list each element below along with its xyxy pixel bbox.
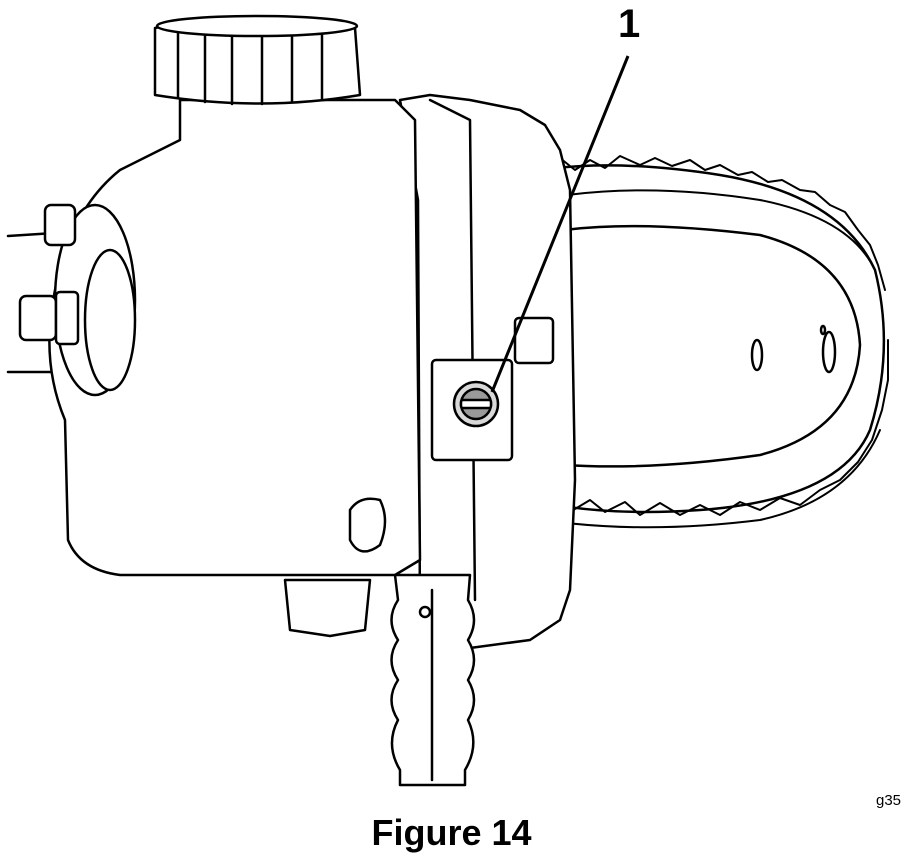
callout-number: 1 (618, 2, 641, 46)
figure-caption: Figure 14 (371, 812, 532, 853)
callout-leader (490, 55, 630, 393)
bolts (18, 203, 80, 346)
oil-cap (153, 14, 362, 106)
figure-reference-code: g35 (876, 792, 902, 809)
